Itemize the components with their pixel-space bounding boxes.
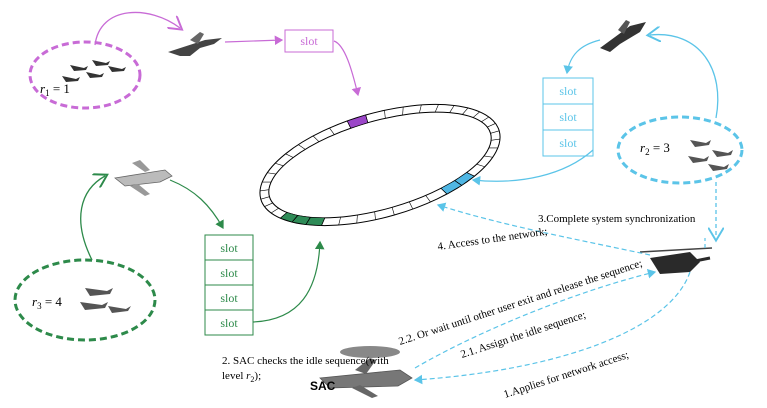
step21-arrow <box>414 269 657 369</box>
ring-tick <box>384 110 386 119</box>
r2-ellipse <box>616 115 744 185</box>
slot-green-3: slot <box>220 291 238 305</box>
ring-tick <box>434 104 439 113</box>
ring-tick <box>374 211 376 220</box>
ring-tick <box>260 196 270 200</box>
ring-tick <box>346 120 351 129</box>
ring-tick <box>476 163 485 168</box>
r2-label: r2 = 3 <box>640 140 670 157</box>
r2-group: r2 = 3 slot slot slot <box>471 20 744 238</box>
r2-curve-arrow <box>650 35 719 119</box>
r3-curve-arrow <box>80 176 105 261</box>
slot-to-ring-arrow-green <box>252 240 325 323</box>
slot-green-2: slot <box>220 266 238 280</box>
ring-tick <box>472 111 480 118</box>
slot-purple-label: slot <box>300 34 318 48</box>
plane-to-slot-arrow-green <box>169 179 224 230</box>
r1-ellipse <box>28 40 142 110</box>
ring-tick <box>402 106 404 116</box>
slot-blue-3: slot <box>559 136 577 150</box>
ring-tick <box>487 123 496 128</box>
slot-blue-1: slot <box>559 84 577 98</box>
r3-group: r3 = 4 slot slot slot slot <box>13 160 325 342</box>
helicopter-icon <box>639 247 713 274</box>
ring-tick <box>466 172 475 177</box>
ring-tick <box>356 214 358 224</box>
r1-group: r1 = 1 slot <box>28 11 361 110</box>
ring-tick <box>329 127 335 135</box>
r2-aircraft-formation-icon <box>688 140 733 171</box>
ring-tick <box>275 162 284 167</box>
transport-plane-icon <box>114 160 173 196</box>
fighter-jet-icon <box>168 32 222 56</box>
step2-label-line2: level r2); <box>222 370 261 384</box>
ring-tick <box>305 217 311 225</box>
slot-to-ring-arrow-blue <box>471 149 594 186</box>
ring-tick <box>312 135 320 142</box>
ring-tick <box>425 195 431 203</box>
ring-tick <box>491 138 501 141</box>
r3-aircraft-formation-icon <box>80 288 131 313</box>
step2-label-line1: 2. SAC checks the idle sequence(with <box>222 355 389 367</box>
step4-label: 4. Access to the network; <box>437 226 548 253</box>
sac-awacs-icon <box>319 346 413 398</box>
ring-tick <box>291 215 298 223</box>
step1-label: 1.Applies for network access; <box>502 349 630 401</box>
ring-tick <box>419 104 422 113</box>
jet-to-slot-arrow-blue <box>563 39 601 75</box>
ring <box>259 103 501 227</box>
slot-green-1: slot <box>220 241 238 255</box>
drone-jet-icon <box>600 20 646 52</box>
sac-label: SAC <box>310 379 336 393</box>
ring-tick <box>454 180 462 186</box>
step3-label: 3.Complete system synchronization <box>538 213 696 225</box>
slot-to-ring-arrow-purple <box>333 40 361 97</box>
ring-segments <box>259 104 501 226</box>
step1-arrow <box>413 271 691 385</box>
ring-tick <box>338 217 341 226</box>
r1-aircraft-formation-icon <box>62 60 126 82</box>
ring-tick <box>280 212 288 219</box>
ring-tick <box>391 207 395 216</box>
ring-tick <box>270 207 279 214</box>
ring-tick <box>462 107 469 115</box>
slot-purple <box>284 29 334 53</box>
r3-ellipse <box>13 258 157 342</box>
ring-tick <box>483 155 493 158</box>
slot-blue-2: slot <box>559 110 577 124</box>
ring-tick <box>365 114 369 123</box>
step4-arrow <box>436 202 651 256</box>
r3-label: r3 = 4 <box>32 294 62 311</box>
ring-tick <box>490 130 500 134</box>
ring-tick <box>298 144 306 150</box>
ring-tick <box>264 202 273 207</box>
r1-curve-arrow <box>94 11 180 46</box>
jet-to-slot-arrow <box>224 35 284 46</box>
ring-tick <box>440 188 448 195</box>
ring-tick <box>259 189 269 192</box>
ring-tick <box>321 217 326 226</box>
ring-tick <box>449 105 455 113</box>
ring-tick <box>481 116 490 123</box>
ring-tick <box>409 201 414 210</box>
ring-tick <box>267 172 277 175</box>
slot-green-4: slot <box>220 316 238 330</box>
slot-stack-blue: slot slot slot <box>542 77 594 157</box>
r1-label: r1 = 1 <box>40 81 70 98</box>
ring-tick <box>285 153 294 158</box>
slot-stack-green: slot slot slot slot <box>204 234 254 336</box>
